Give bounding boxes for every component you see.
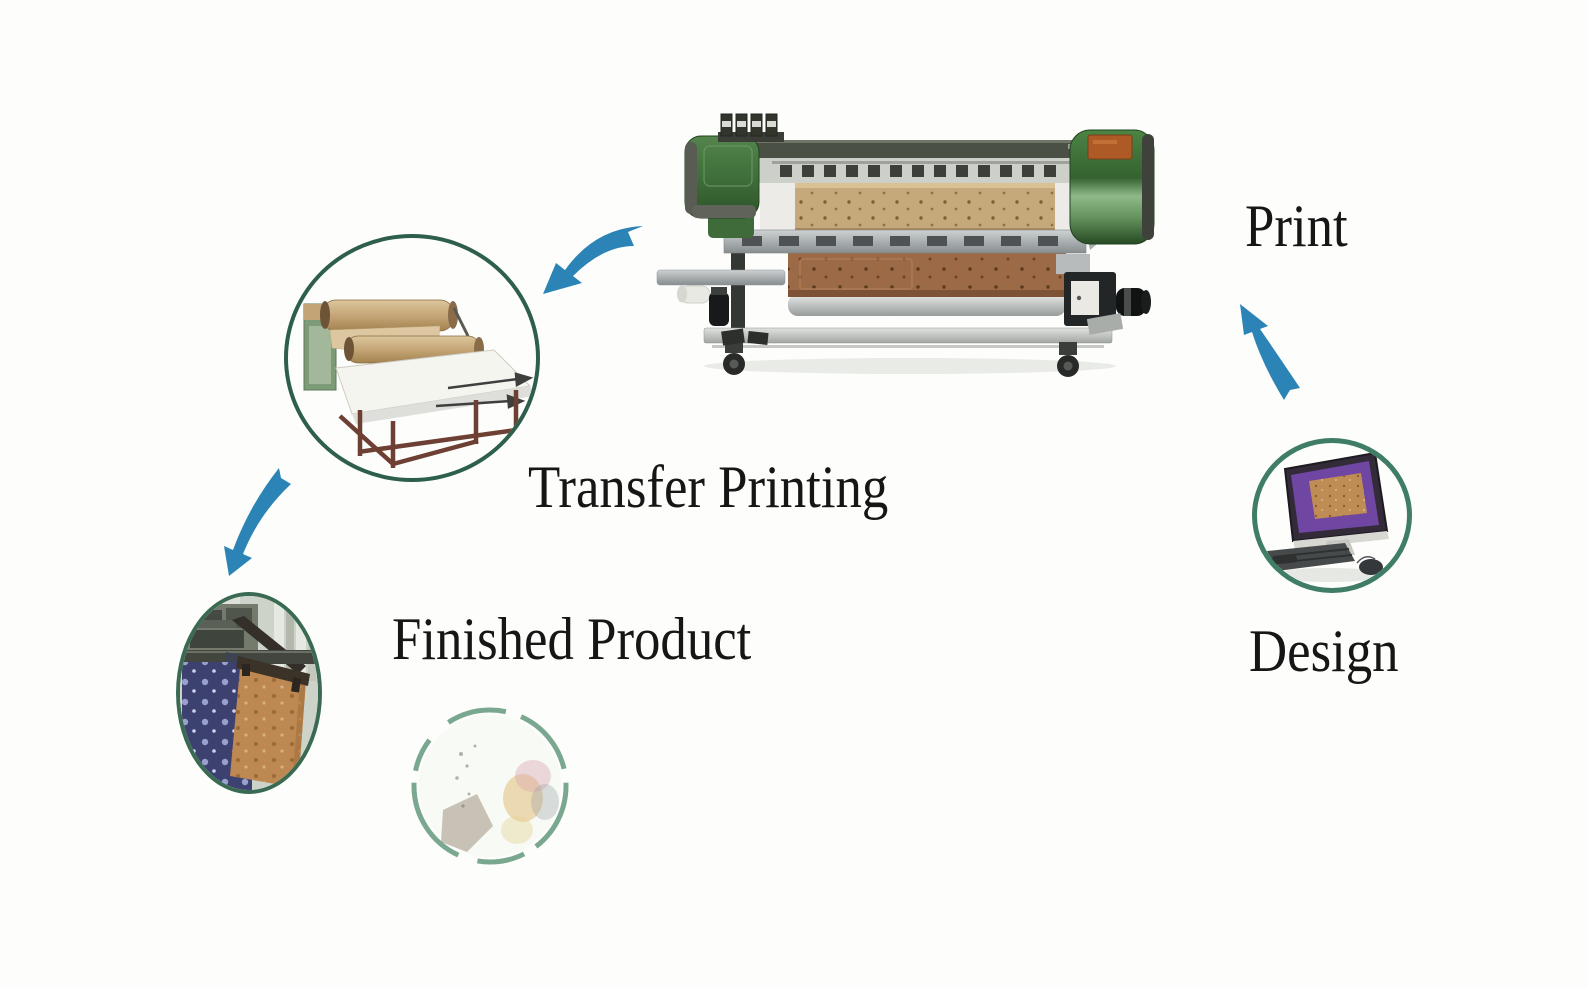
printer-ink-cartridges (718, 113, 784, 142)
printed-fabric-photo (180, 596, 318, 790)
design-label: Design (1249, 618, 1399, 684)
printer-right-cap (1069, 129, 1155, 245)
arrow-transfer-to-finished (224, 468, 291, 576)
faded-circle-watermark (411, 707, 569, 865)
arrow-design-to-print (1240, 304, 1300, 400)
transfer-printing-label: Transfer Printing (528, 454, 889, 520)
printer-body (656, 140, 1151, 377)
design-circle (1252, 438, 1412, 593)
printer-left-cap (684, 135, 760, 238)
wide-format-printer-illustration (656, 113, 1155, 377)
finished-product-circle (176, 592, 322, 794)
arrow-print-to-transfer (543, 226, 643, 294)
roller-heat-press-illustration (303, 299, 534, 468)
finished-product-label: Finished Product (392, 606, 752, 672)
print-label: Print (1245, 193, 1348, 259)
transfer-printing-circle (284, 234, 540, 482)
design-computer-illustration (1263, 451, 1389, 582)
